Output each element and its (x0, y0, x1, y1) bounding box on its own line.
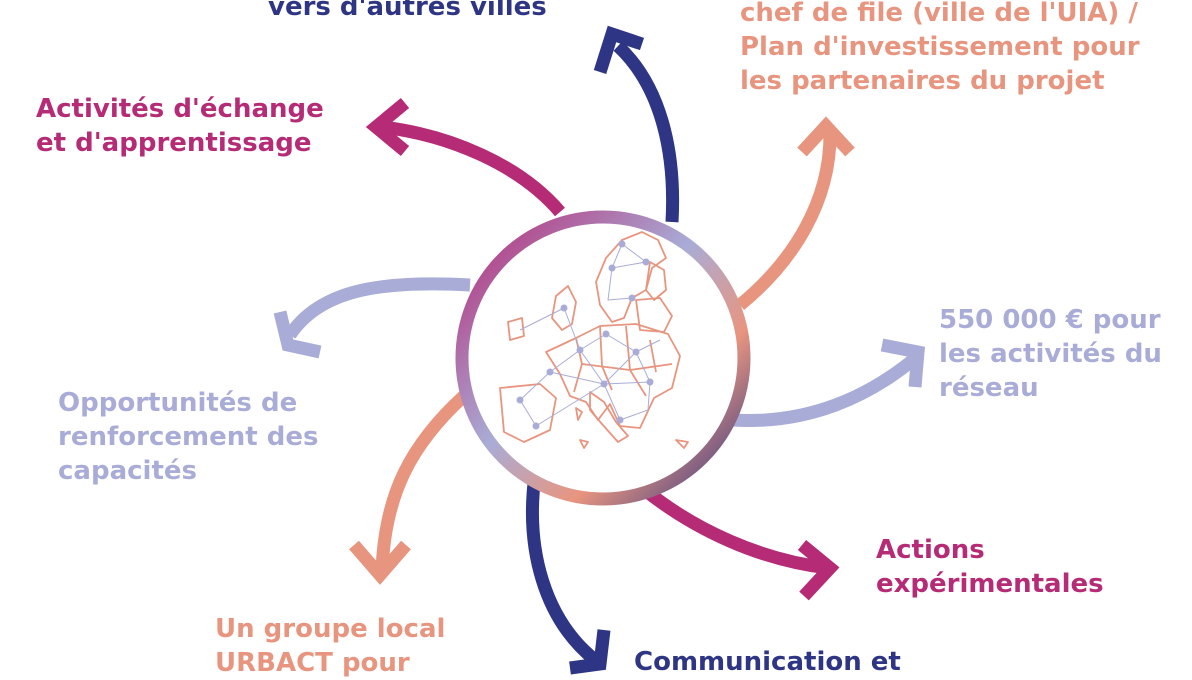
label-line: vers d'autres villes (268, 0, 547, 22)
label-line: les activités du (939, 339, 1162, 369)
arrow-downleft (375, 390, 470, 571)
label-top-center: vers d'autres villes (268, 0, 547, 24)
label-top-right: chef de file (ville de l'UIA) / Plan d'i… (740, 0, 1140, 98)
arrow-upright (735, 134, 837, 311)
label-line: capacités (58, 456, 197, 486)
arrow-down-head (569, 629, 611, 675)
arrow-up (613, 41, 680, 223)
label-line: Communication et (634, 647, 901, 677)
arrow-down (526, 474, 600, 666)
arrow-right (731, 354, 918, 428)
arrow-upleft (381, 120, 565, 217)
arrow-right-head (880, 338, 925, 388)
label-line: Opportunités de (58, 388, 298, 418)
label-line: Plan d'investissement pour (740, 32, 1140, 62)
label-line: Activités d'échange (36, 94, 324, 124)
arrow-upleft-head (365, 97, 410, 157)
label-line: réseau (939, 373, 1039, 403)
label-upper-left: Activités d'échange et d'apprentissage (36, 92, 324, 160)
arrow-upright-head (797, 116, 855, 157)
arrow-downright-head (797, 539, 840, 601)
label-lower-right: Actions expérimentales (876, 533, 1104, 601)
arrow-up-head (593, 25, 645, 74)
label-line: les partenaires du projet (740, 66, 1105, 96)
label-line: 550 000 € pour (939, 305, 1161, 335)
label-line: et d'apprentissage (36, 128, 312, 158)
label-line: expérimentales (876, 569, 1104, 599)
arrow-downleft-head (349, 540, 411, 585)
label-line: Actions (876, 535, 985, 565)
label-right: 550 000 € pour les activités du réseau (939, 303, 1162, 405)
center-ring (455, 210, 751, 506)
label-left: Opportunités de renforcement des capacit… (58, 386, 318, 488)
label-line: Un groupe local (215, 614, 446, 644)
label-line: renforcement des (58, 422, 319, 452)
label-bottom-left: Un groupe local URBACT pour (215, 612, 445, 680)
label-bottom-center: Communication et (634, 645, 901, 679)
label-line: chef de file (ville de l'UIA) / (740, 0, 1138, 28)
label-line: URBACT pour (215, 648, 410, 678)
europe-network-map-icon (499, 231, 689, 449)
arrow-left (284, 277, 471, 339)
arrow-downright (640, 484, 829, 575)
arrow-left-head (273, 310, 322, 359)
